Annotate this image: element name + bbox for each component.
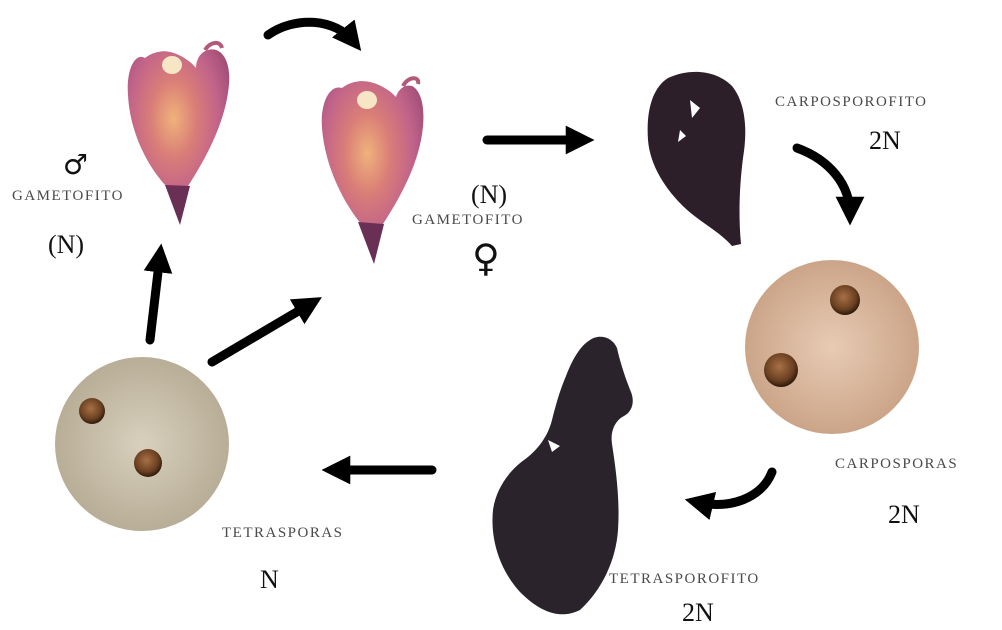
label-tetrasporas: TETRASPORAS (222, 525, 344, 542)
arrow-tetraspores-to-female (212, 303, 312, 362)
tetraspores-disc (55, 357, 229, 531)
ploidy-carposporofito: 2N (869, 126, 901, 156)
label-carposporas: CARPOSPORAS (835, 456, 958, 473)
male-gametophyte-thallus (128, 43, 230, 225)
label-gametofito-male: GAMETOFITO (12, 188, 124, 205)
label-tetrasporofito: TETRASPOROFITO (609, 571, 760, 588)
arrow-carpospores-to-tetrasporophyte (696, 472, 772, 504)
label-carposporofito: CARPOSPOROFITO (775, 94, 927, 111)
cycle-arrows (150, 22, 850, 504)
arrow-male-to-female (268, 22, 354, 42)
arrow-carposporophyte-to-carpospores (797, 148, 850, 214)
ploidy-carposporas: 2N (888, 500, 920, 530)
arrow-tetraspores-to-male (150, 255, 160, 340)
ploidy-gametofito-male: (N) (48, 230, 84, 260)
ploidy-gametofito-female: (N) (471, 180, 507, 210)
ploidy-tetrasporofito: 2N (682, 598, 714, 628)
female-symbol-icon: ♀ (472, 236, 500, 280)
female-gametophyte-thallus (322, 78, 424, 264)
carposporophyte-thallus (648, 72, 746, 246)
carpospores-disc (745, 260, 919, 434)
ploidy-tetrasporas: N (260, 565, 279, 595)
label-gametofito-female: GAMETOFITO (412, 212, 524, 229)
male-symbol-icon: ♂ (63, 148, 88, 181)
